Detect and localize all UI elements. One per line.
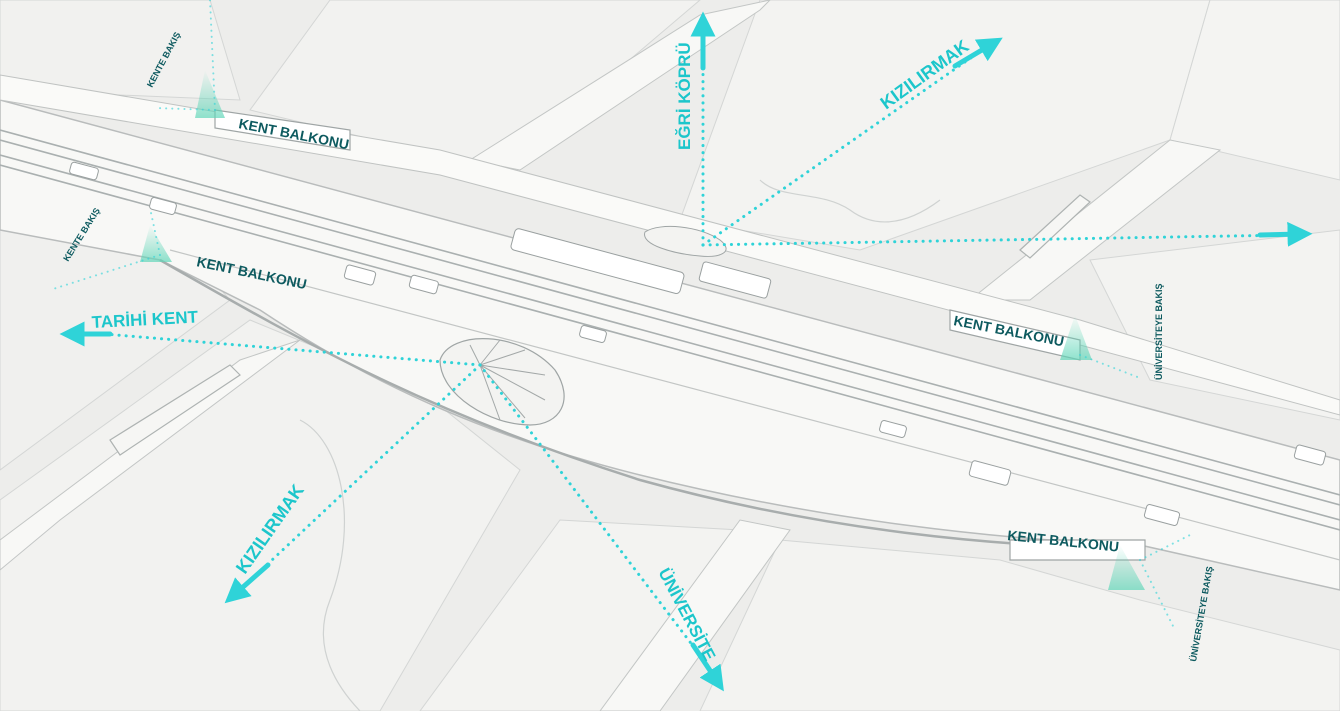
arrow-kizilirmak-ne (952, 37, 1003, 69)
river-contour (299, 419, 361, 711)
rail-line-2 (0, 139, 1340, 506)
tram-car (510, 228, 685, 295)
label-egri-kopru: EĞRİ KÖPRÜ (675, 42, 694, 150)
view-glow-right (1060, 315, 1092, 360)
car-5 (579, 325, 607, 343)
car-2 (408, 274, 439, 295)
sight-line-universite (478, 363, 717, 677)
sight-line-kizilirmak-ne (701, 46, 987, 247)
viewing-oval-small (644, 225, 727, 257)
car-1 (343, 264, 377, 286)
car-7 (879, 420, 907, 438)
bus (698, 261, 772, 299)
sight-line-east (701, 233, 1292, 247)
rail-line-1 (0, 129, 1340, 496)
view-glow-bottom (1108, 545, 1145, 590)
ground-parcel-far-right (1169, 0, 1340, 181)
arrow-kizilirmak-sw (224, 562, 271, 604)
rail-line-3 (0, 154, 1340, 521)
car-8 (1143, 504, 1181, 526)
car-6 (968, 460, 1012, 486)
viewing-oval-fan (469, 339, 546, 421)
ground-parcel-top-left (0, 0, 241, 101)
car-9 (1293, 444, 1327, 466)
viewing-oval (439, 338, 565, 426)
side-building-left (109, 364, 241, 456)
faint-sight-lines (49, 0, 1191, 631)
rail-line-4 (0, 164, 1340, 531)
river-contour-2 (759, 179, 941, 223)
car-3 (69, 161, 99, 181)
car-4 (149, 197, 177, 215)
arrow-universite (690, 642, 724, 692)
crossing-road-top (468, 0, 771, 171)
deck-lower-edge (159, 258, 1141, 550)
upper-walkway (0, 74, 1340, 416)
view-glow-left (140, 225, 172, 262)
view-glow-top (195, 70, 225, 118)
crossing-road-right (968, 139, 1222, 301)
ground-parcel-top-right (679, 0, 1211, 251)
lane-divider (169, 249, 1340, 561)
balcony-bottom-right (1009, 539, 1146, 561)
side-building-right (1019, 194, 1091, 259)
balcony-top (214, 109, 351, 151)
arrow-east (1257, 221, 1313, 247)
ground-parcel-bottom-left (0, 319, 521, 711)
ground-parcel-bottom-right (699, 539, 1340, 711)
sight-line-kizilirmak-sw (238, 363, 482, 592)
label-universiteye-bakis-mid: ÜNİVERSİTEYE BAKIŞ (1154, 283, 1164, 380)
sight-lines (90, 36, 1292, 677)
crossing-road-bottom (599, 519, 791, 711)
sight-line-tarihi-kent (90, 331, 482, 367)
direction-arrows (59, 11, 1313, 692)
